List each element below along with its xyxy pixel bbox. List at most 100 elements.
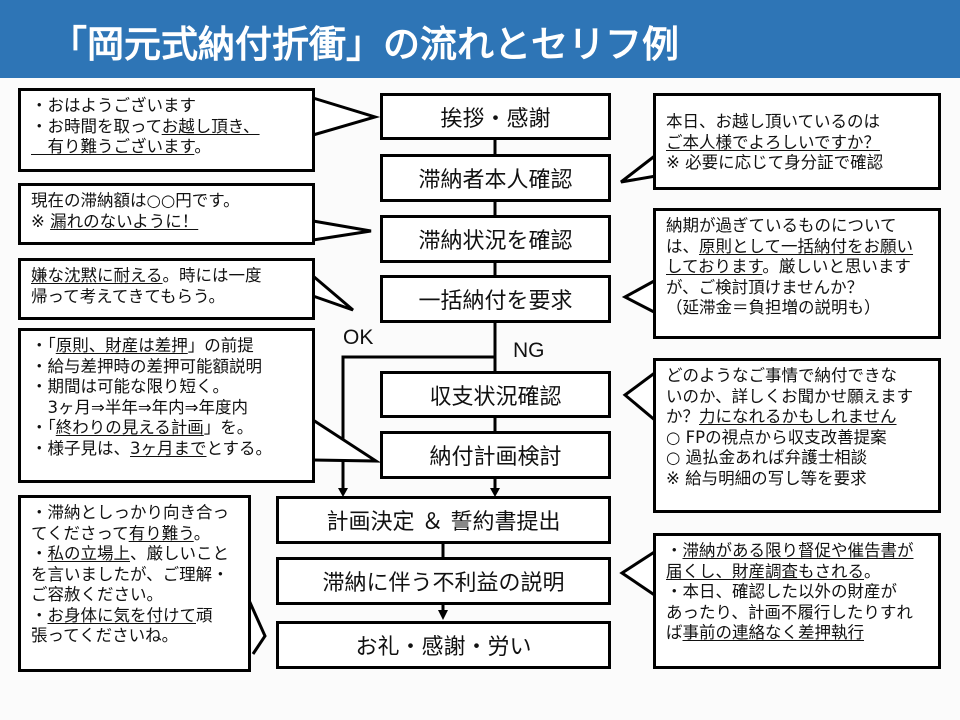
callout-line: 帰って考えてきてもらう。	[31, 287, 304, 308]
page-title: 「岡元式納付折衝」の流れとセリフ例	[50, 23, 679, 66]
callout-text: ご容赦ください。	[31, 585, 163, 604]
flow-step-income-check: 収支状況確認	[380, 371, 611, 418]
callout-line: ご本人様でよろしいですか？	[666, 133, 930, 154]
callout-tail	[246, 597, 267, 655]
step-label: 一括納付を要求	[418, 289, 573, 314]
callout-line: ・滞納がある限り督促や催告書が	[666, 541, 930, 562]
callout-text: 。	[193, 523, 211, 543]
callout-text: 。	[864, 561, 881, 581]
callout-line: いのか、詳しくお聞かせ願えます	[666, 387, 930, 408]
step-label: 収支状況確認	[429, 384, 562, 410]
callout-text: 。	[194, 137, 211, 156]
callout-line: 本日、お越し頂いているのは	[666, 112, 930, 133]
callout-text: 本日、お越し頂いているのは	[666, 112, 881, 131]
callout-tail	[312, 418, 382, 463]
callout-text: ○ FPの視点から収支改善提案	[666, 427, 887, 447]
callout-line: てくださって有り難う。	[31, 524, 240, 545]
ng-branch-label: NG	[513, 339, 545, 362]
emphasized-text: 嫌な沈黙に耐える	[31, 266, 163, 285]
callout-line: ※ 給与明細の写し等を要求	[666, 469, 930, 490]
callout-text: 帰って考えてきてもらう。	[31, 286, 226, 306]
callout-closing: ・滞納としっかり向き合ってくださって有り難う。・私の立場上、厳しいことを言いまし…	[18, 495, 251, 672]
callout-line: ※ 漏れのないように！	[31, 212, 304, 233]
callout-line: ・本日、確認した以外の財産が	[666, 582, 930, 603]
callout-line: か？力になれるかもしれません	[666, 407, 930, 428]
callout-text: ・滞納としっかり向き合っ	[31, 503, 229, 522]
callout-line: ・滞納としっかり向き合っ	[31, 503, 240, 524]
callout-text: ば	[666, 623, 683, 642]
callout-tail	[622, 370, 657, 423]
emphasized-text: 滞納がある限り督促や催告書が	[682, 541, 914, 560]
callout-line: ・おはようございます	[31, 96, 304, 117]
callout-text: は、	[666, 236, 699, 256]
callout-text: ※ 必要に応じて身分証で確認	[666, 153, 884, 172]
callout-line: ・給与差押時の差押可能額説明	[31, 357, 304, 378]
callout-text: あったり、計画不履行したりすれ	[666, 602, 913, 622]
step-label: 挨拶・感謝	[440, 106, 551, 132]
callout-line: どのようなご事情で納付できな	[666, 366, 930, 387]
callout-text: 頑	[196, 605, 213, 625]
callout-text: とする。	[206, 438, 273, 458]
title-banner: 「岡元式納付折衝」の流れとセリフ例	[0, 0, 960, 78]
callout-line: あったり、計画不履行したりすれ	[666, 603, 930, 624]
callout-text: ・お時間を取って	[31, 116, 162, 136]
callout-text: ・「	[31, 336, 56, 355]
callout-text: （延滞金＝負担増の説明も）	[666, 298, 881, 317]
callout-text: ・給与差押時の差押可能額説明	[31, 356, 262, 376]
callout-text: ・様子見は、	[31, 438, 130, 458]
callout-line: 有り難うございます。	[31, 137, 304, 158]
callout-line: ・期間は可能な限り短く。	[31, 377, 304, 398]
callout-text: ○ 過払金あれば弁護士相談	[666, 448, 868, 467]
callout-text: 3ヶ月⇒半年⇒年内⇒年度内	[31, 397, 248, 417]
flow-step-plan-decision: 計画決定 ＆ 誓約書提出	[276, 496, 611, 544]
callout-line: 張ってくださいね。	[31, 626, 240, 647]
callout-plan-tips: ・「原則、財産は差押」の前提・給与差押時の差押可能額説明・期間は可能な限り短く。…	[18, 328, 315, 483]
callout-text: 」を。	[203, 418, 254, 437]
emphasized-text: 届くし、財産調査もされる	[666, 561, 864, 581]
callout-line: ・私の立場上、厳しいこと	[31, 544, 240, 565]
step-label: お礼・感謝・労い	[355, 635, 532, 660]
emphasized-text: 有り難う	[128, 523, 194, 543]
callout-line: が、ご検討頂けませんか？	[666, 278, 930, 299]
callout-tail	[619, 549, 657, 598]
emphasized-text: しております	[666, 257, 763, 276]
callout-tail	[312, 219, 372, 242]
callout-line: ・様子見は、3ヶ月までとする。	[31, 439, 304, 460]
step-label: 滞納状況を確認	[418, 229, 573, 254]
flow-step-greeting: 挨拶・感謝	[380, 93, 611, 140]
emphasized-text: 有り難うございます	[31, 137, 195, 156]
callout-text: ・「	[31, 418, 56, 437]
callout-line: ※ 必要に応じて身分証で確認	[666, 153, 930, 174]
flow-step-lump-sum-request: 一括納付を要求	[380, 275, 611, 323]
callout-text: ・	[31, 544, 48, 563]
callout-line: 納期が過ぎているものについて	[666, 216, 930, 237]
callout-line: 嫌な沈黙に耐える。時には一度	[31, 266, 304, 287]
callout-line: （延滞金＝負担増の説明も）	[666, 298, 930, 319]
callout-text: ※	[31, 211, 51, 231]
emphasized-text: 漏れのないように！	[50, 211, 199, 231]
emphasized-text: ご本人様でよろしいですか？	[666, 132, 881, 152]
callout-line: 届くし、財産調査もされる。	[666, 562, 930, 583]
callout-text: ※ 給与明細の写し等を要求	[666, 468, 867, 488]
callout-text: 、厳しいこと	[130, 544, 229, 563]
callout-tail	[620, 153, 657, 184]
emphasized-text: 私の立場上	[47, 544, 131, 563]
callout-text: ・	[666, 541, 683, 560]
callout-text: どのようなご事情で納付できな	[666, 366, 897, 385]
flow-step-plan-review: 納付計画検討	[380, 431, 611, 479]
callout-line: ○ 過払金あれば弁護士相談	[666, 448, 930, 469]
callout-text: が、ご検討頂けませんか？	[666, 277, 864, 297]
callout-text: 」の前提	[187, 336, 254, 355]
step-label: 滞納者本人確認	[418, 168, 573, 193]
callout-line: 3ヶ月⇒半年⇒年内⇒年度内	[31, 398, 304, 419]
callout-identity: 本日、お越し頂いているのはご本人様でよろしいですか？※ 必要に応じて身分証で確認	[653, 93, 941, 190]
callout-text: ・本日、確認した以外の財産が	[666, 582, 897, 601]
callout-line: ご容赦ください。	[31, 585, 240, 606]
emphasized-text: 終わりの見える計画	[55, 418, 204, 437]
step-label: 滞納に伴う不利益の説明	[322, 571, 565, 596]
callout-text: ・期間は可能な限り短く。	[31, 377, 229, 396]
callout-line: ば事前の連絡なく差押執行	[666, 623, 930, 644]
arrow-head	[490, 488, 500, 497]
emphasized-text: お越し頂き、	[161, 116, 260, 136]
